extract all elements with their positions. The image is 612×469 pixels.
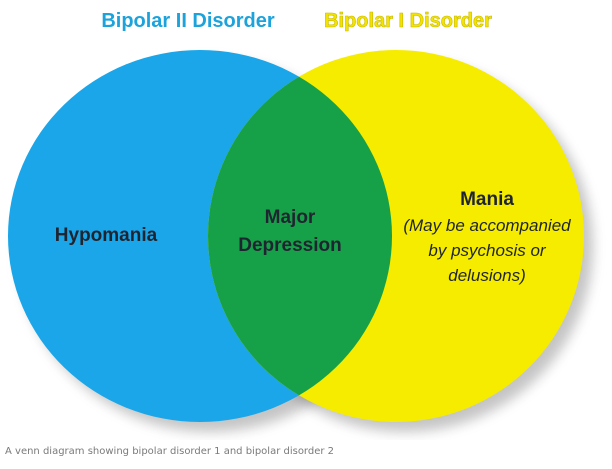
overlap-region [208, 50, 392, 422]
venn-diagram: Bipolar II Disorder Bipolar I Disorder H… [8, 10, 593, 432]
bipolar-i-title: Bipolar I Disorder [324, 10, 492, 32]
bipolar-ii-title: Bipolar II Disorder [101, 10, 275, 32]
hypomania-label: Hypomania [55, 225, 158, 246]
mania-note-line-1: (May be accompanied [403, 216, 571, 235]
mania-note-line-3: delusions) [448, 266, 526, 285]
mania-note-line-2: by psychosis or [428, 241, 546, 260]
figure-caption: A venn diagram showing bipolar disorder … [5, 446, 335, 457]
mania-label: Mania [460, 189, 514, 210]
depression-label: Depression [238, 235, 341, 256]
major-label: Major [265, 207, 316, 228]
